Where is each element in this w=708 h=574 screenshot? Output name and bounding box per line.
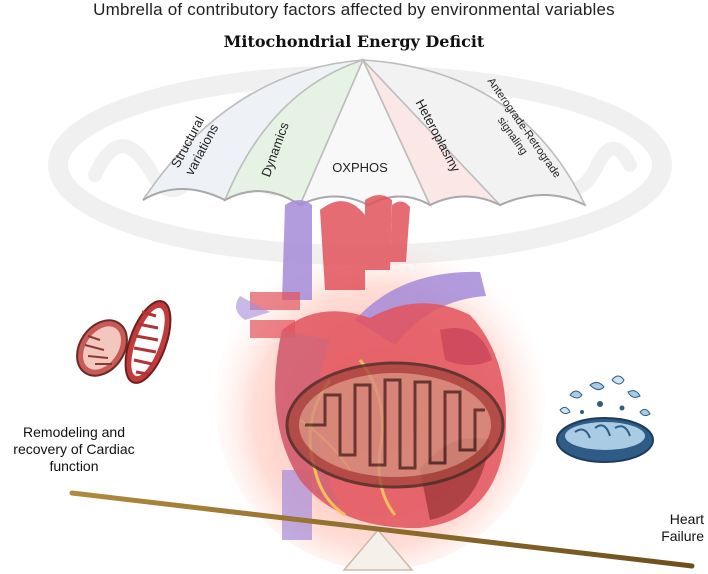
- left-outcome-label: Remodeling and recovery of Cardiac funct…: [13, 424, 135, 474]
- aorta: [320, 201, 365, 290]
- superior-vena-cava: [282, 200, 312, 300]
- healthy-mitochondrion-small: [76, 319, 128, 377]
- fulcrum: [342, 528, 414, 571]
- umbrella-heading: Mitochondrial Energy Deficit: [223, 32, 485, 51]
- right-outcome-label: Heart Failure: [661, 511, 704, 544]
- healthy-mitochondrion-large: [124, 300, 172, 384]
- large-mitochondrion: [285, 361, 505, 489]
- balance-beam: [69, 490, 695, 569]
- damaged-mitochondrion: [556, 375, 654, 463]
- label-oxphos: OXPHOS: [332, 160, 388, 175]
- figure-title: Umbrella of contributory factors affecte…: [93, 0, 615, 19]
